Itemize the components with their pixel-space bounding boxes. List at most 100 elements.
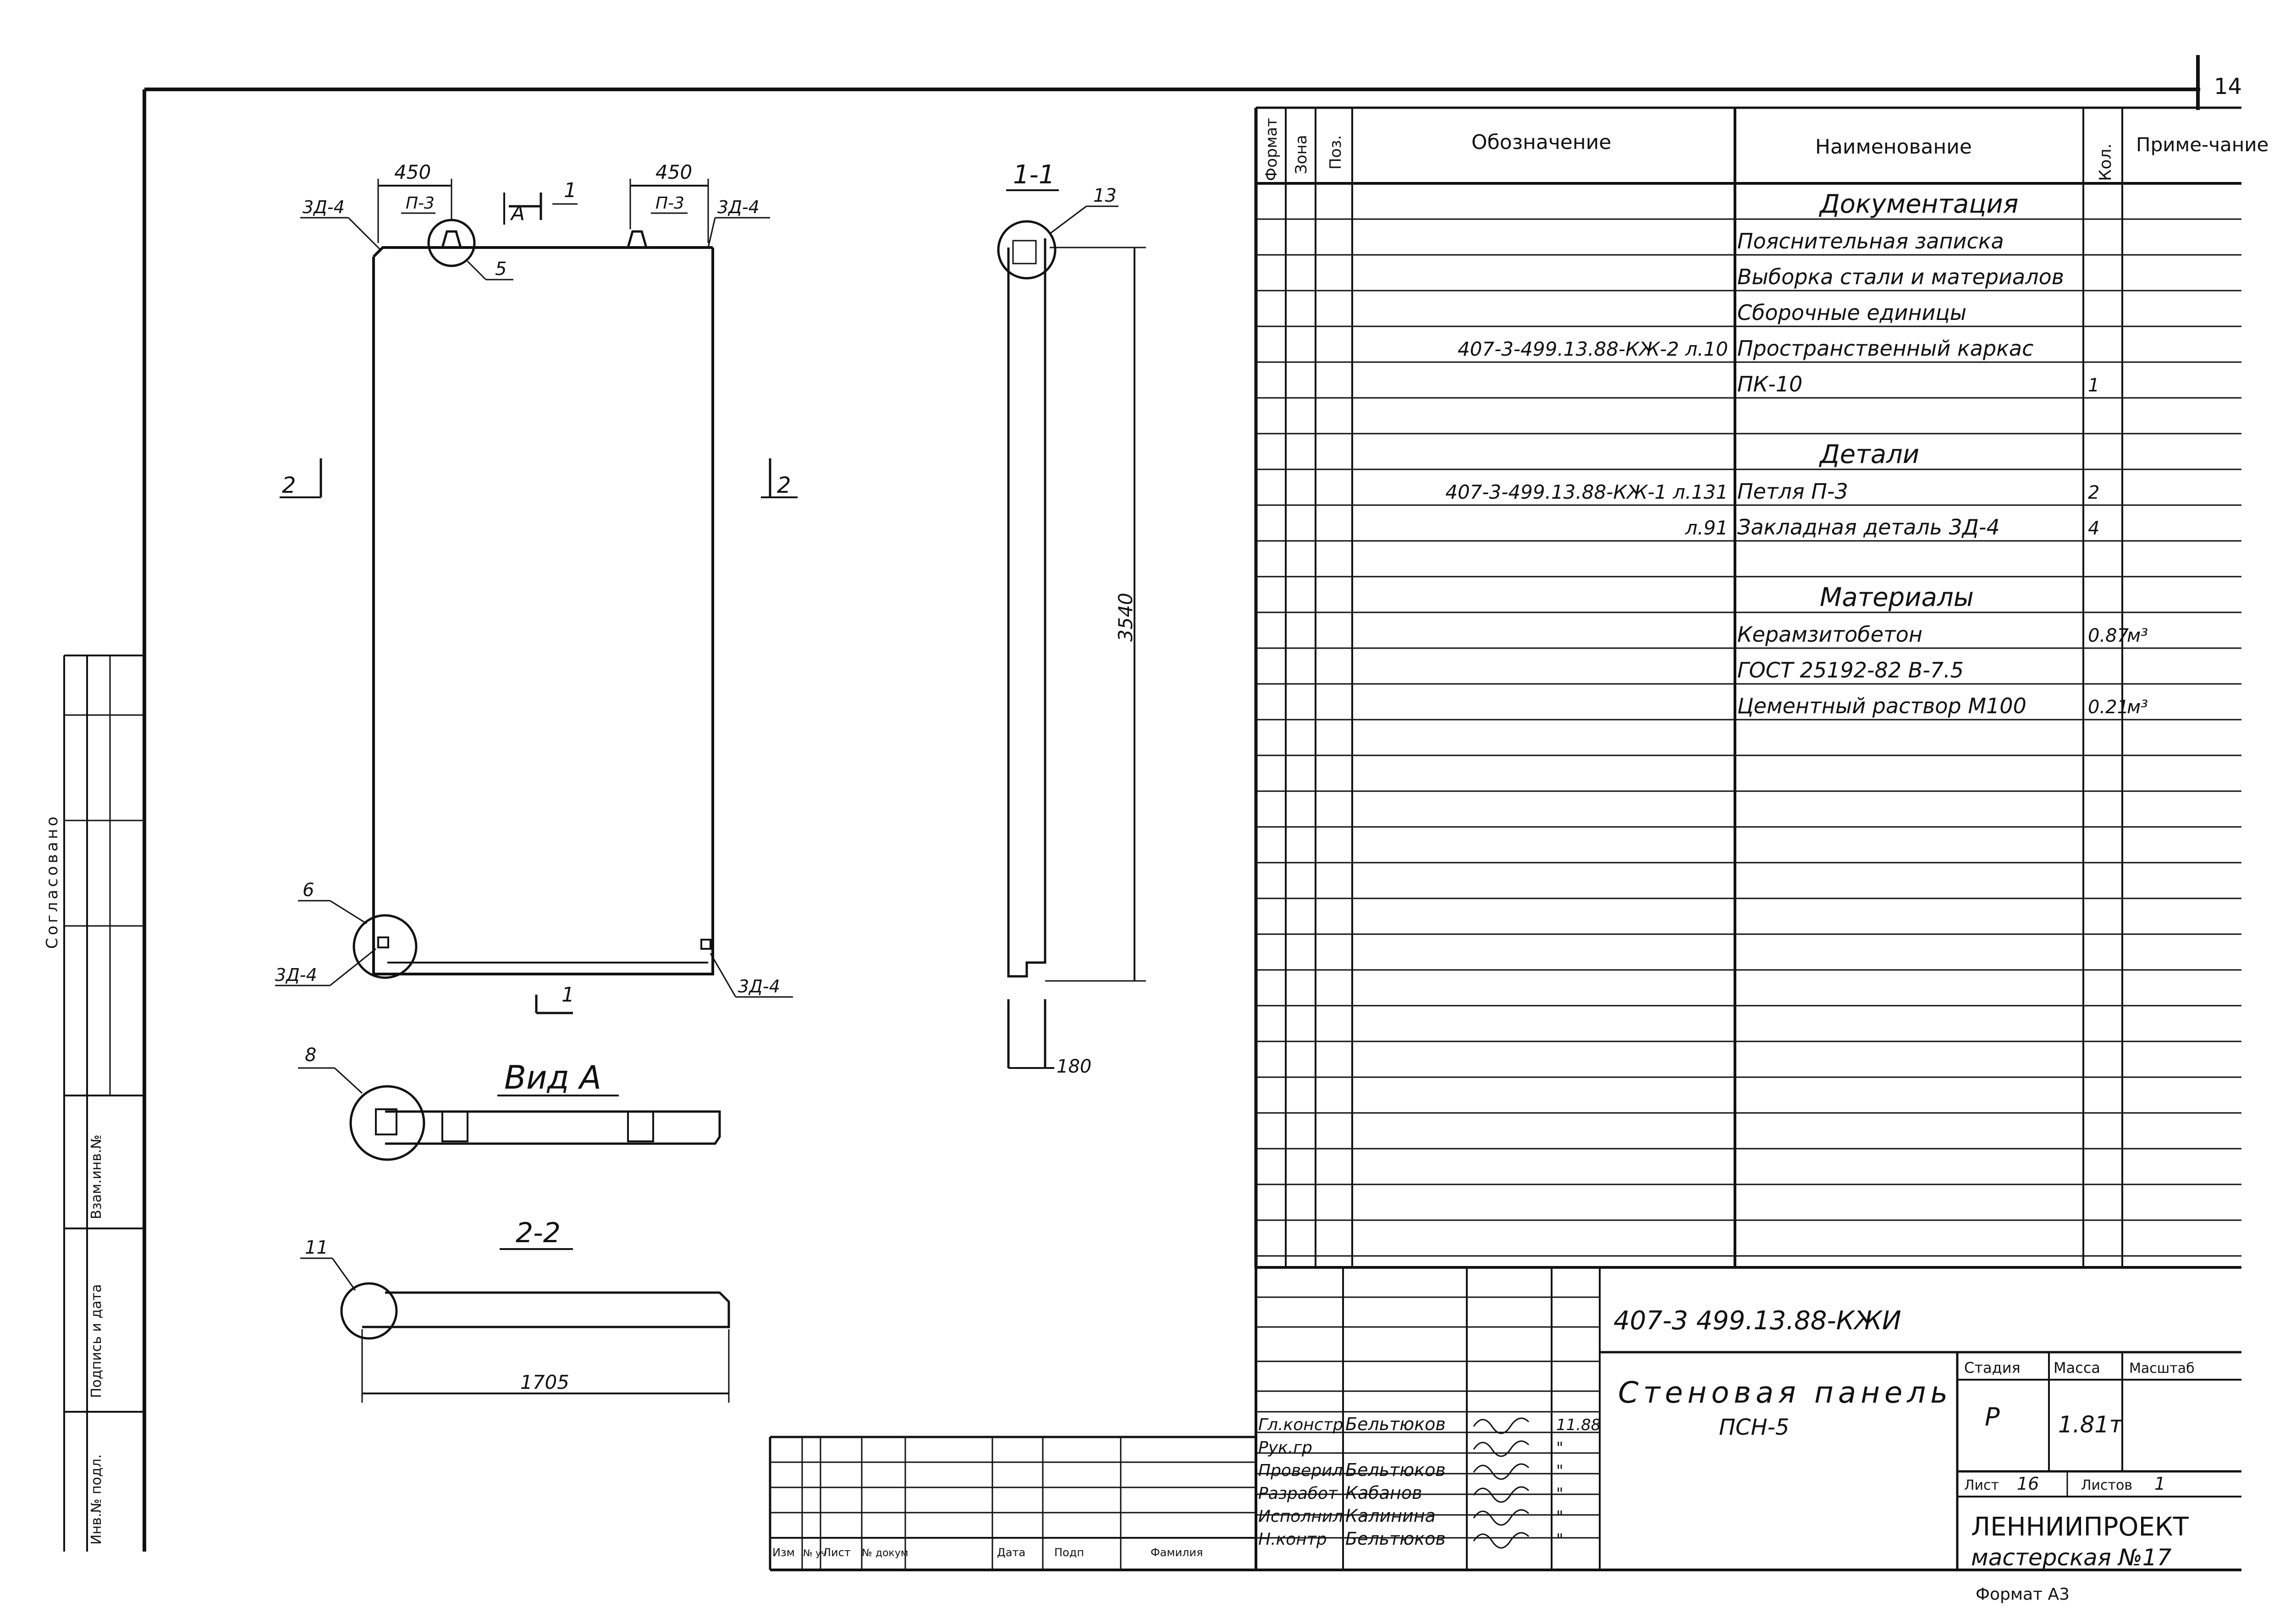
role-surname: Бельтюков xyxy=(1345,1529,1446,1549)
callout-8: 8 xyxy=(305,1045,316,1066)
spec-name: ПК-10 xyxy=(1737,372,1802,396)
embed-label-bottom-left: 3Д-4 xyxy=(275,965,317,985)
spec-header-name: Наименование xyxy=(1815,135,1972,159)
spec-designation: 407-3-499.13.88-КЖ-2 л.10 xyxy=(1458,338,1728,360)
loop-label-right: П-3 xyxy=(655,194,684,213)
sheet-value: 16 xyxy=(2017,1474,2039,1494)
role-date: " xyxy=(1556,1462,1564,1480)
spec-name: Петля П-3 xyxy=(1737,479,1848,504)
spec-qty: 0.21 xyxy=(2088,697,2129,718)
role-surname: Калинина xyxy=(1345,1506,1436,1526)
change-header-izm: Изм xyxy=(772,1546,795,1559)
signature-date-label: Подпись и дата xyxy=(88,1284,105,1398)
callout-5: 5 xyxy=(495,259,507,280)
view-a-drawing: Вид А 8 xyxy=(298,1045,721,1161)
mass-value: 1.81т xyxy=(2058,1411,2123,1438)
spec-row: Детали xyxy=(1818,440,1919,469)
section-1-1-title: 1-1 xyxy=(1013,160,1055,190)
embed-label-top-right: 3Д-4 xyxy=(717,197,760,217)
spec-name: Сборочные единицы xyxy=(1737,300,1966,325)
role-title: Гл.констр xyxy=(1258,1415,1343,1434)
spec-row: ПК-10 1 xyxy=(1737,372,2099,396)
signature-scribble xyxy=(1473,1440,1530,1457)
embed-label-top-left: 3Д-4 xyxy=(303,197,345,217)
scale-label: Масштаб xyxy=(2129,1360,2195,1376)
change-header-doc: № докум xyxy=(862,1547,908,1559)
callout-11: 11 xyxy=(305,1237,328,1258)
spec-row: 407-3-499.13.88-КЖ-1 л.131 Петля П-3 2 xyxy=(1445,479,2099,504)
role-surname: Кабанов xyxy=(1345,1483,1422,1503)
spec-name: Керамзитобетон xyxy=(1737,622,1922,647)
role-surname: Бельтюков xyxy=(1345,1460,1446,1480)
change-header-sign: Подп xyxy=(1054,1546,1084,1559)
section-2-2-drawing: 2-2 11 1705 xyxy=(300,1217,730,1403)
stage-label: Стадия xyxy=(1964,1359,2021,1376)
spec-header-note: Приме-чание xyxy=(2136,133,2268,156)
role-title: Рук.гр xyxy=(1258,1438,1312,1457)
role-title: Проверил xyxy=(1258,1461,1343,1480)
spec-name: Цементный раствор М100 xyxy=(1737,694,2026,718)
role-date: " xyxy=(1556,1508,1564,1526)
change-header-surname: Фамилия xyxy=(1151,1546,1203,1559)
specification-table: Формат Зона Поз. Обозначение Наименовани… xyxy=(1254,106,2268,1267)
spec-designation: 407-3-499.13.88-КЖ-1 л.131 xyxy=(1445,481,1728,503)
spec-row: Выборка стали и материалов xyxy=(1737,264,2064,289)
loop-label-left: П-3 xyxy=(406,194,435,213)
mass-label: Масса xyxy=(2054,1359,2100,1376)
spec-row: ГОСТ 25192-82 В-7.5 xyxy=(1737,658,1964,683)
spec-qty: 4 xyxy=(2088,518,2099,539)
section-mark-2-left: 2 xyxy=(282,473,296,498)
role-date: " xyxy=(1556,1485,1564,1503)
spec-section-heading: Документация xyxy=(1818,189,2018,219)
change-header-date: Дата xyxy=(997,1546,1025,1559)
section-mark-1-top: 1 xyxy=(564,179,577,202)
view-a-title: Вид А xyxy=(504,1059,601,1096)
page-number: 14 xyxy=(2214,74,2242,99)
signature-row: Разработ Кабанов " xyxy=(1258,1483,1564,1503)
spec-section-heading: Детали xyxy=(1818,440,1919,469)
replaced-inv-label: Взам.инв.№ xyxy=(88,1134,105,1219)
spec-name: ГОСТ 25192-82 В-7.5 xyxy=(1737,658,1964,683)
spec-row: Документация xyxy=(1818,189,2018,219)
signature-scribble xyxy=(1473,1509,1530,1526)
org-line2: мастерская №17 xyxy=(1971,1544,2172,1571)
section-1-1-drawing: 1-1 13 3540 180 xyxy=(997,160,1146,1077)
spec-header-format: Формат xyxy=(1262,118,1281,181)
spec-name: Пространственный каркас xyxy=(1737,336,2033,361)
spec-note: м³ xyxy=(2127,697,2148,718)
dim-3540: 3540 xyxy=(1114,593,1137,642)
spec-qty: 2 xyxy=(2088,482,2099,503)
role-date: " xyxy=(1556,1439,1564,1457)
callout-13: 13 xyxy=(1093,185,1117,206)
section-mark-2-right: 2 xyxy=(777,473,791,498)
spec-name: Выборка стали и материалов xyxy=(1737,264,2064,289)
section-mark-1-bottom: 1 xyxy=(562,983,574,1007)
spec-qty: 1 xyxy=(2088,375,2099,396)
sheet-label: Лист xyxy=(1964,1477,1999,1493)
spec-header-qty: Кол. xyxy=(2096,143,2115,181)
left-approval-strip: Согласовано Взам.инв.№ Подпись и дата Ин… xyxy=(43,655,144,1552)
dim-450-right: 450 xyxy=(655,161,692,183)
dim-180: 180 xyxy=(1057,1056,1091,1077)
spec-row: Пояснительная записка xyxy=(1737,229,2004,253)
signature-scribble xyxy=(1473,1532,1530,1549)
spec-qty: 0.87 xyxy=(2088,625,2129,646)
spec-designation: л.91 xyxy=(1685,517,1728,539)
dim-450-left: 450 xyxy=(394,161,431,183)
sheets-label: Листов xyxy=(2081,1477,2132,1493)
role-date: 11.88 xyxy=(1556,1416,1601,1434)
inv-original-label: Инв.№ подл. xyxy=(88,1454,105,1545)
agreed-label: Согласовано xyxy=(43,814,61,949)
dim-1705: 1705 xyxy=(520,1371,569,1393)
signature-row: Рук.гр " xyxy=(1258,1438,1564,1457)
format-note: Формат А3 xyxy=(1976,1585,2070,1604)
spec-header-zone: Зона xyxy=(1292,135,1310,174)
role-title: Разработ xyxy=(1258,1484,1338,1503)
